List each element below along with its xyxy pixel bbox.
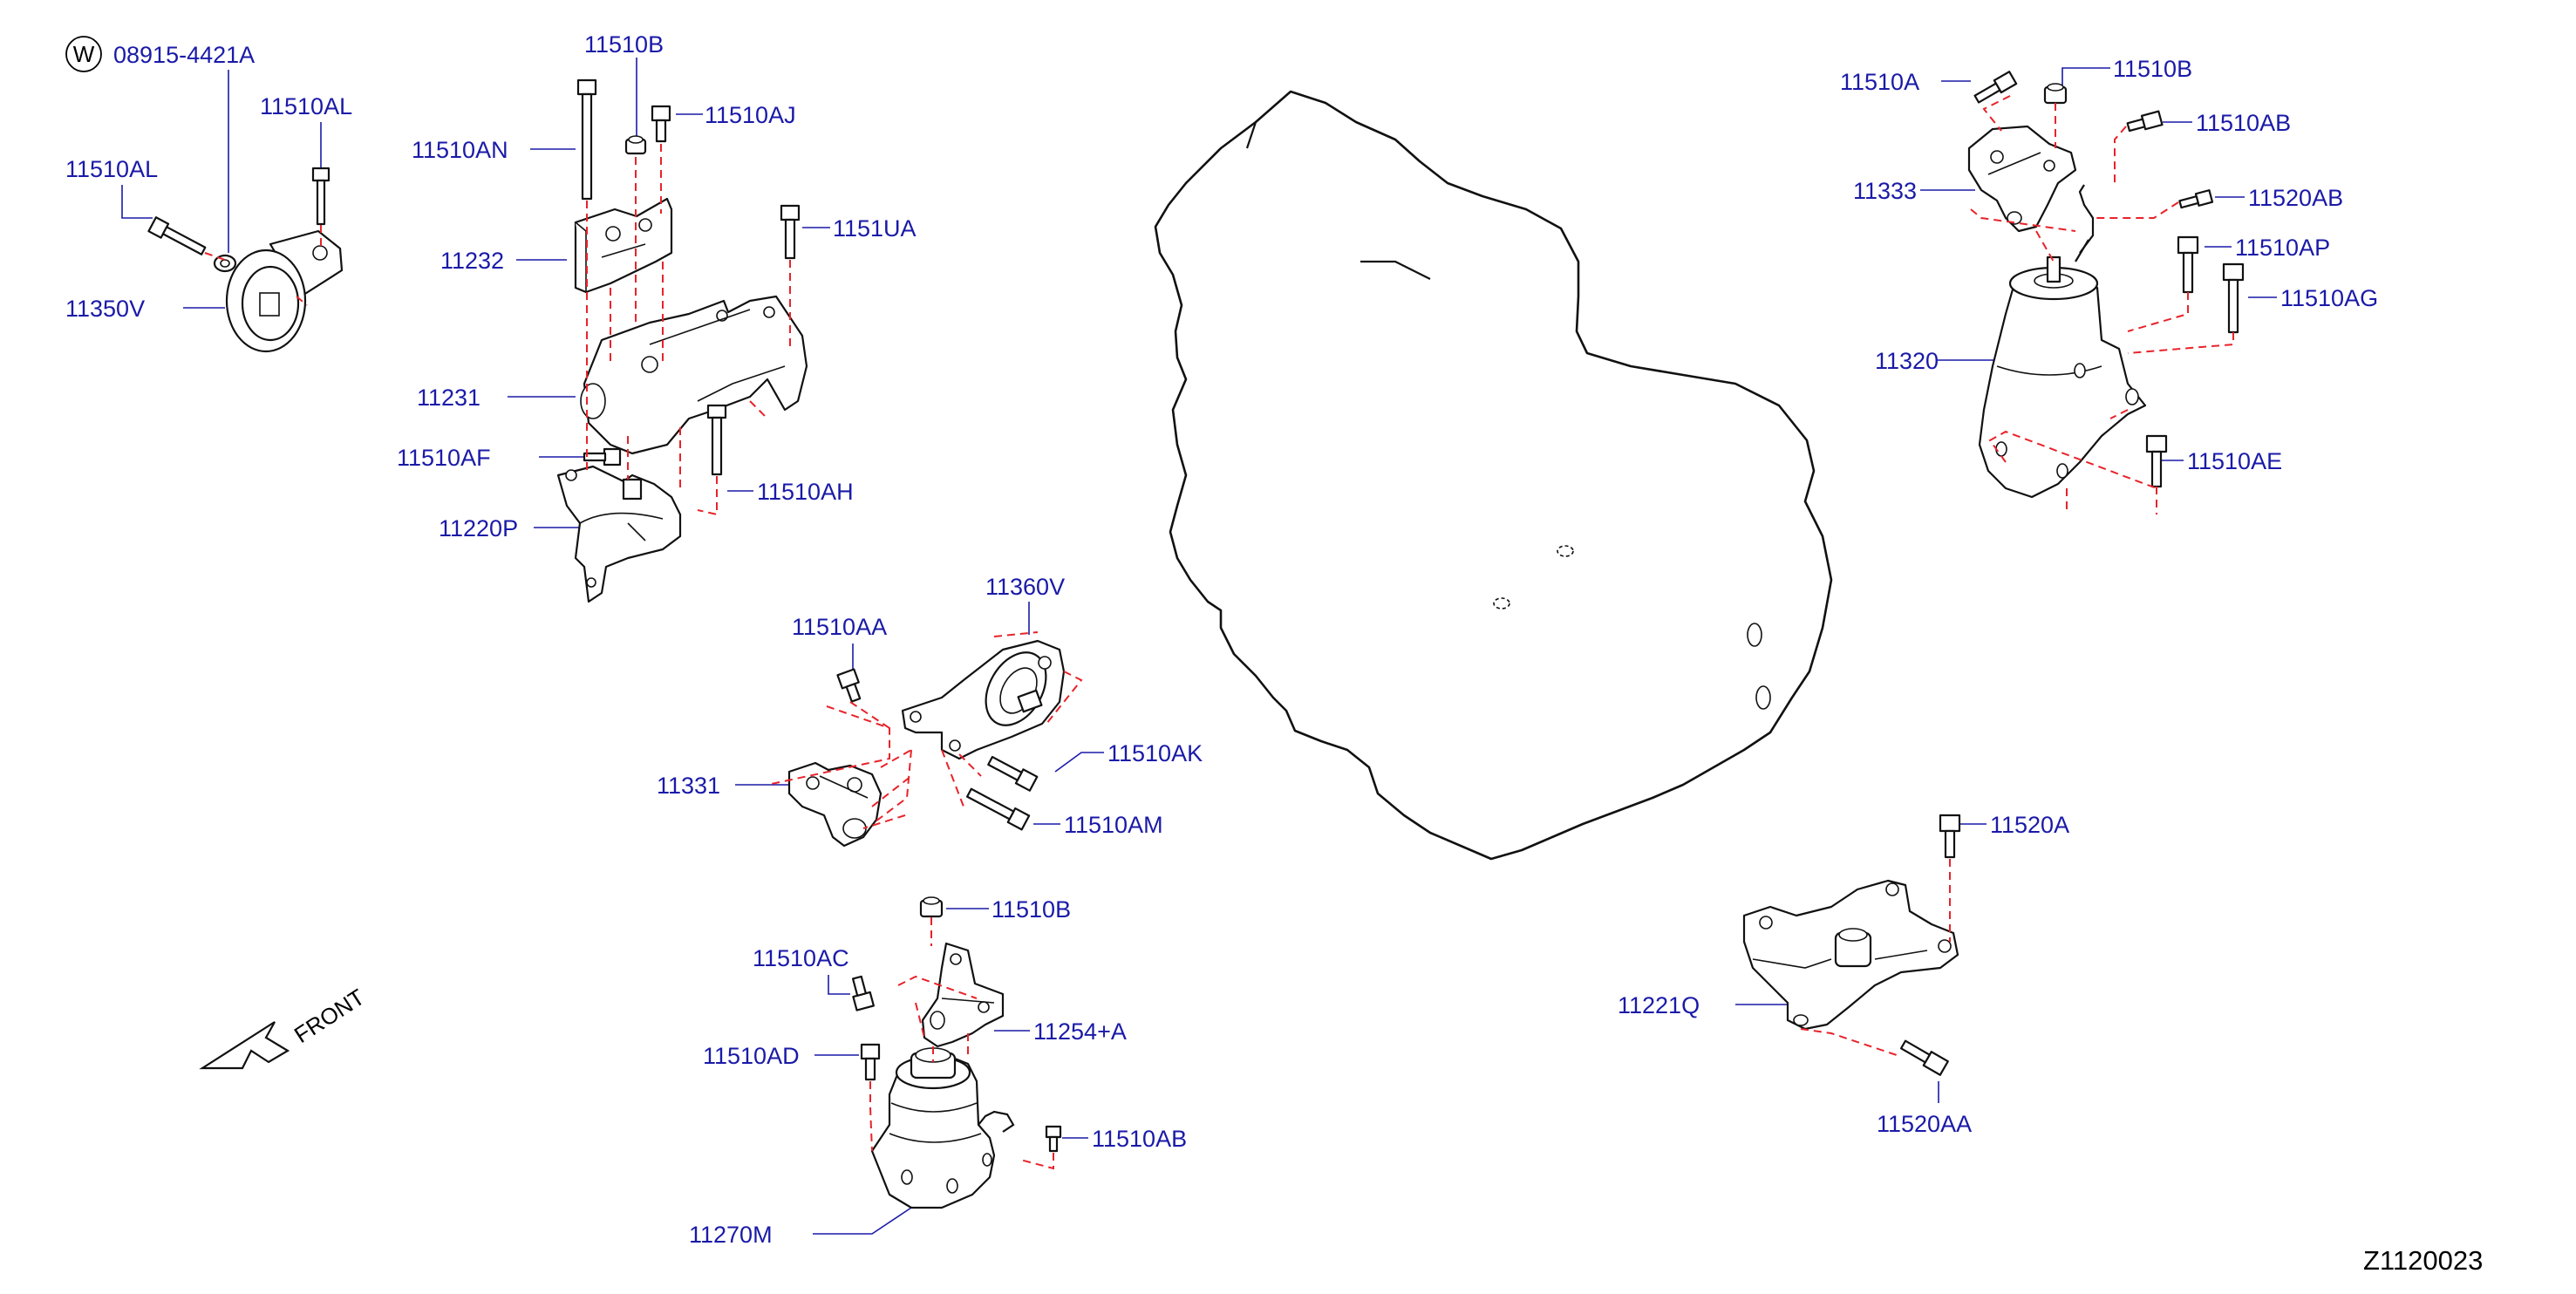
- engine-port-lower: [1755, 685, 1771, 710]
- mount-11350V: [225, 229, 344, 353]
- label-11510B-top: 11510B: [584, 31, 664, 58]
- drawing-code: Z1120023: [2363, 1245, 2483, 1276]
- bolt-11510AA: [836, 668, 862, 703]
- label-11510B-mid: 11510B: [992, 896, 1071, 923]
- label-11510AH: 11510AH: [757, 479, 854, 505]
- bolt-11510AB-upper: [2126, 110, 2164, 133]
- group-11350V: W 08915-4421A 11510AL 11510AL 11350V: [65, 36, 352, 353]
- mount-11320: [1978, 184, 2147, 499]
- group-11231-stack: 11510B 11510AJ 11510AN 11232 1151UA 1123…: [397, 31, 917, 603]
- bolt-11510AM: [965, 787, 1031, 831]
- label-11510AN: 11510AN: [412, 137, 508, 163]
- bracket-11254A: [921, 942, 1005, 1048]
- label-11331: 11331: [657, 773, 720, 799]
- label-11510AG: 11510AG: [2280, 285, 2378, 311]
- bolt-11520AA: [1899, 1039, 1949, 1076]
- engine-outline: [1154, 90, 1833, 861]
- bolt-11510AE: [2145, 434, 2168, 488]
- engine-dowel-1: [1557, 545, 1574, 557]
- label-11510AL-left: 11510AL: [65, 156, 158, 182]
- label-11520AB: 11520AB: [2248, 185, 2343, 211]
- label-11254A: 11254+A: [1033, 1018, 1127, 1045]
- bolt-11510AL-vertical: [311, 167, 331, 226]
- bolt-11510AN: [576, 78, 597, 201]
- label-11510AD: 11510AD: [703, 1043, 800, 1069]
- bolt-11510AH: [706, 404, 727, 476]
- label-11232: 11232: [440, 248, 504, 274]
- engine-port-upper: [1747, 623, 1762, 647]
- group-11360V: 11360V 11510AA 11510AK 11331 11510AM: [657, 574, 1203, 848]
- label-11360V: 11360V: [985, 574, 1065, 600]
- washer-08915-4421A: [213, 254, 237, 273]
- mount-11221Q: [1742, 879, 1959, 1031]
- nut-11510B-right: [2043, 83, 2068, 105]
- label-11510AM: 11510AM: [1064, 812, 1163, 838]
- label-11510AB-right: 11510AB: [2196, 110, 2291, 136]
- bracket-11232: [574, 197, 673, 294]
- label-11231: 11231: [417, 385, 480, 411]
- label-11270M: 11270M: [689, 1222, 773, 1248]
- bolt-11520A: [1939, 814, 1961, 859]
- label-08915-4421A: 08915-4421A: [113, 42, 255, 68]
- bolt-11510AF: [583, 447, 622, 467]
- group-11320: 11510A 11510B 11510AB 11333 11520AB 1151…: [1840, 56, 2378, 514]
- label-11510AA: 11510AA: [792, 614, 887, 640]
- svg-text:W: W: [73, 41, 95, 67]
- bolt-11510AK: [987, 755, 1039, 792]
- label-11510AF: 11510AF: [397, 445, 491, 471]
- front-label: FRONT: [290, 984, 370, 1048]
- mount-11360V: [901, 639, 1066, 760]
- label-11221Q: 11221Q: [1618, 992, 1700, 1018]
- bolt-11510AG: [2222, 262, 2245, 334]
- washer-symbol: W: [65, 36, 102, 72]
- label-11510AK: 11510AK: [1107, 740, 1203, 766]
- front-direction-indicator: FRONT: [199, 984, 370, 1070]
- label-11333: 11333: [1853, 178, 1917, 204]
- label-11520A: 11520A: [1990, 812, 2069, 838]
- label-11320: 11320: [1875, 348, 1939, 374]
- bolt-11510A: [1973, 71, 2018, 104]
- label-11510AL-top: 11510AL: [260, 93, 352, 119]
- bolt-1151UA: [780, 204, 801, 260]
- nut-11510B: [624, 135, 647, 155]
- bolt-11510AP: [2177, 235, 2199, 294]
- group-11270M: 11510B 11510AC 11254+A 11510AD 11510AB 1…: [689, 896, 1187, 1248]
- bolt-11510AD: [860, 1043, 881, 1081]
- label-11510AE: 11510AE: [2187, 448, 2282, 474]
- mount-11220P: [556, 465, 682, 603]
- label-11510B-right: 11510B: [2113, 56, 2192, 82]
- bolt-11510AB-lower: [1045, 1125, 1062, 1153]
- label-11510AP: 11510AP: [2235, 235, 2330, 261]
- bracket-11231: [580, 295, 808, 455]
- label-11510AJ: 11510AJ: [705, 102, 796, 128]
- group-11221Q: 11520A 11221Q 11520AA: [1618, 812, 2069, 1137]
- label-11510AB-left: 11510AB: [1092, 1126, 1187, 1152]
- label-11350V: 11350V: [65, 296, 145, 322]
- label-1151UA: 1151UA: [833, 215, 917, 242]
- bolt-11510AC: [851, 975, 875, 1011]
- bolt-11510AJ: [651, 105, 671, 143]
- bracket-11331: [787, 761, 883, 848]
- label-11510A: 11510A: [1840, 69, 1919, 95]
- label-11520AA: 11520AA: [1877, 1111, 1972, 1137]
- engine-dowel-2: [1493, 597, 1510, 610]
- bracket-11333: [1967, 125, 2077, 233]
- nut-11510B-lower: [919, 896, 944, 918]
- bolt-11510AL-angled: [147, 216, 207, 255]
- label-11510AC: 11510AC: [753, 945, 849, 971]
- label-11220P: 11220P: [439, 515, 518, 541]
- bolt-11520AB: [2178, 189, 2214, 209]
- mount-11270M: [870, 1047, 1015, 1209]
